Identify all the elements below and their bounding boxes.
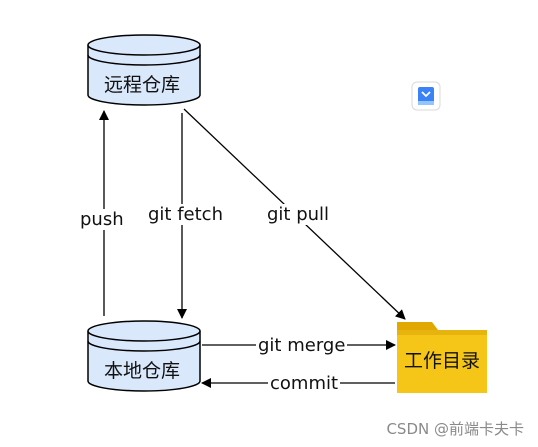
working-dir-label: 工作目录: [404, 350, 481, 372]
csdn-watermark: CSDN @前端卡夫卡: [386, 420, 524, 438]
pull-label: git pull: [265, 204, 332, 225]
remote-repo-label: 远程仓库: [104, 74, 181, 96]
remote-repo-node: [87, 34, 201, 106]
folder-icon: [397, 322, 487, 393]
merge-label: git merge: [256, 335, 348, 356]
push-label: push: [78, 209, 126, 230]
book-app-icon: [411, 81, 441, 111]
fetch-label: git fetch: [146, 204, 225, 225]
local-repo-label: 本地仓库: [104, 360, 181, 382]
local-repo-node: [87, 320, 201, 392]
commit-label: commit: [268, 373, 341, 394]
